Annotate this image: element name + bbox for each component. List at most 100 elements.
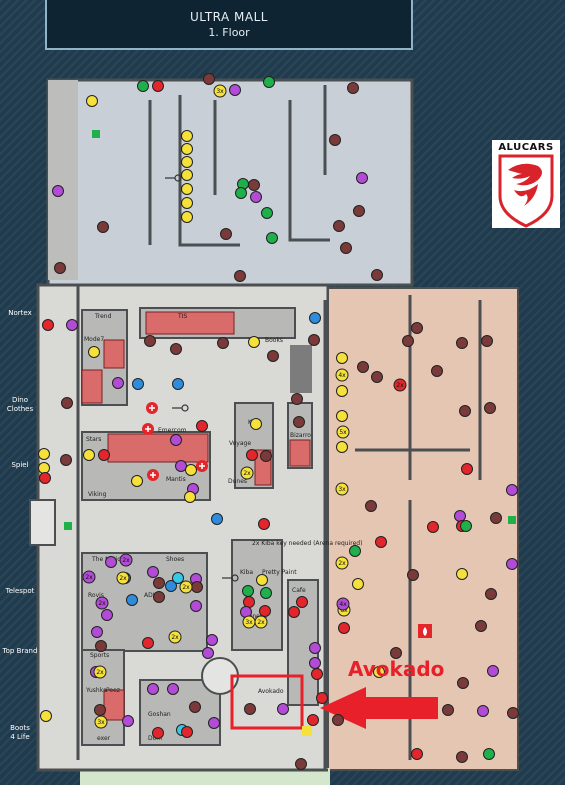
loot-marker[interactable] xyxy=(122,715,134,727)
loot-marker[interactable] xyxy=(142,637,154,649)
loot-marker[interactable] xyxy=(507,707,519,719)
loot-marker[interactable] xyxy=(132,378,144,390)
loot-marker[interactable] xyxy=(332,714,344,726)
loot-marker[interactable] xyxy=(340,242,352,254)
loot-marker[interactable] xyxy=(202,647,214,659)
loot-marker[interactable] xyxy=(336,441,348,453)
loot-marker[interactable] xyxy=(316,692,328,704)
loot-marker[interactable] xyxy=(411,748,423,760)
loot-marker[interactable] xyxy=(267,350,279,362)
loot-marker[interactable] xyxy=(256,574,268,586)
loot-marker[interactable] xyxy=(229,84,241,96)
loot-marker[interactable] xyxy=(506,558,518,570)
loot-marker[interactable] xyxy=(309,657,321,669)
loot-marker[interactable] xyxy=(97,221,109,233)
loot-marker[interactable] xyxy=(485,588,497,600)
loot-marker[interactable] xyxy=(40,710,52,722)
loot-marker[interactable] xyxy=(147,683,159,695)
loot-marker[interactable] xyxy=(460,520,472,532)
loot-marker[interactable] xyxy=(250,418,262,430)
loot-marker[interactable] xyxy=(217,337,229,349)
loot-marker[interactable] xyxy=(347,82,359,94)
loot-marker[interactable] xyxy=(457,677,469,689)
loot-marker[interactable] xyxy=(456,568,468,580)
loot-marker[interactable] xyxy=(248,336,260,348)
loot-marker[interactable] xyxy=(52,185,64,197)
loot-marker[interactable] xyxy=(91,626,103,638)
loot-marker[interactable] xyxy=(402,335,414,347)
loot-marker[interactable] xyxy=(277,703,289,715)
loot-marker[interactable] xyxy=(371,371,383,383)
loot-marker[interactable] xyxy=(308,334,320,346)
loot-marker[interactable] xyxy=(442,704,454,716)
loot-marker[interactable] xyxy=(390,647,402,659)
loot-marker[interactable] xyxy=(153,591,165,603)
loot-marker[interactable] xyxy=(38,448,50,460)
loot-marker[interactable] xyxy=(126,594,138,606)
loot-marker[interactable] xyxy=(244,703,256,715)
loot-marker[interactable] xyxy=(152,727,164,739)
loot-marker[interactable] xyxy=(172,378,184,390)
loot-marker[interactable] xyxy=(456,751,468,763)
loot-marker[interactable] xyxy=(86,95,98,107)
loot-marker[interactable] xyxy=(373,666,385,678)
loot-marker[interactable] xyxy=(181,130,193,142)
loot-marker[interactable] xyxy=(152,80,164,92)
loot-marker[interactable] xyxy=(454,510,466,522)
loot-marker[interactable] xyxy=(371,269,383,281)
loot-marker[interactable] xyxy=(338,622,350,634)
loot-marker[interactable] xyxy=(234,270,246,282)
loot-marker[interactable] xyxy=(191,581,203,593)
loot-marker[interactable] xyxy=(153,577,165,589)
loot-marker[interactable] xyxy=(105,556,117,568)
loot-marker[interactable] xyxy=(235,187,247,199)
loot-marker[interactable] xyxy=(258,518,270,530)
loot-marker[interactable] xyxy=(83,449,95,461)
loot-marker[interactable] xyxy=(484,402,496,414)
loot-marker[interactable] xyxy=(101,609,113,621)
loot-marker[interactable] xyxy=(181,211,193,223)
loot-marker[interactable] xyxy=(175,460,187,472)
loot-marker[interactable] xyxy=(261,207,273,219)
loot-marker[interactable] xyxy=(220,228,232,240)
loot-marker[interactable] xyxy=(506,484,518,496)
loot-marker[interactable] xyxy=(309,642,321,654)
loot-marker[interactable] xyxy=(181,169,193,181)
loot-marker[interactable] xyxy=(311,668,323,680)
loot-marker[interactable] xyxy=(206,634,218,646)
loot-marker[interactable] xyxy=(477,705,489,717)
loot-marker[interactable] xyxy=(137,80,149,92)
loot-marker[interactable] xyxy=(260,587,272,599)
loot-marker[interactable] xyxy=(487,665,499,677)
loot-marker[interactable] xyxy=(475,620,487,632)
loot-marker[interactable] xyxy=(66,319,78,331)
loot-marker[interactable] xyxy=(147,566,159,578)
loot-marker[interactable] xyxy=(461,463,473,475)
loot-marker[interactable] xyxy=(336,410,348,422)
loot-marker[interactable] xyxy=(208,717,220,729)
loot-marker[interactable] xyxy=(181,183,193,195)
loot-marker[interactable] xyxy=(456,337,468,349)
loot-marker[interactable] xyxy=(170,434,182,446)
loot-marker[interactable] xyxy=(170,343,182,355)
loot-marker[interactable] xyxy=(431,365,443,377)
loot-marker[interactable] xyxy=(181,156,193,168)
loot-marker[interactable] xyxy=(144,335,156,347)
loot-marker[interactable] xyxy=(246,449,258,461)
loot-marker[interactable] xyxy=(459,405,471,417)
loot-marker[interactable] xyxy=(181,197,193,209)
loot-marker[interactable] xyxy=(167,683,179,695)
loot-marker[interactable] xyxy=(481,335,493,347)
loot-marker[interactable] xyxy=(357,361,369,373)
loot-marker[interactable] xyxy=(329,134,341,146)
loot-marker[interactable] xyxy=(291,393,303,405)
loot-marker[interactable] xyxy=(131,475,143,487)
loot-marker[interactable] xyxy=(248,179,260,191)
loot-marker[interactable] xyxy=(266,232,278,244)
loot-marker[interactable] xyxy=(356,172,368,184)
loot-marker[interactable] xyxy=(190,600,202,612)
loot-marker[interactable] xyxy=(95,640,107,652)
loot-marker[interactable] xyxy=(365,500,377,512)
loot-marker[interactable] xyxy=(260,450,272,462)
